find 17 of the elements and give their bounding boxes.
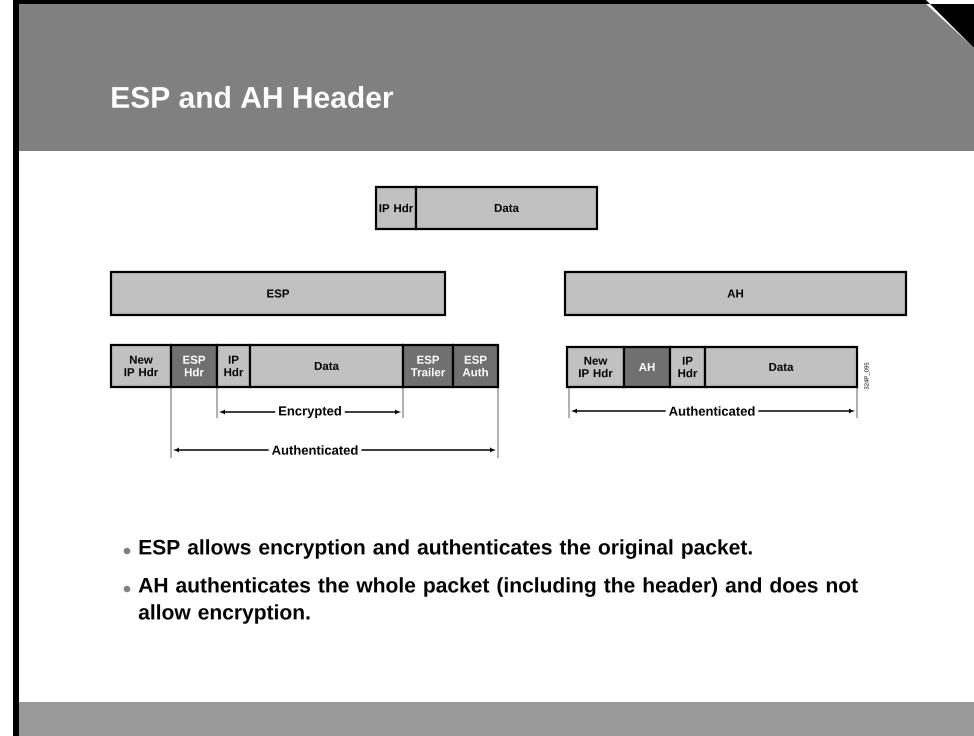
packet-field: New IP Hdr <box>566 346 626 388</box>
dimension-label: Authenticated <box>669 406 754 416</box>
slide-title: ESP and AH Header <box>112 86 394 108</box>
packet-field: ESP Trailer <box>402 344 454 388</box>
packet-field: ESP Hdr <box>170 344 218 388</box>
packet-field: IP Hdr <box>216 344 252 388</box>
packet-field: New IP Hdr <box>110 344 172 388</box>
dimension-label: Encrypted <box>279 406 341 418</box>
bullet-text: ESP allows encryption and authenticates the original packet. <box>140 539 752 559</box>
packet-field: ESP Auth <box>452 344 500 388</box>
packet-field: IP Hdr <box>668 346 706 388</box>
bullet-text: AH authenticates the whole packet (including the header) and does not allow encryption. <box>138 577 858 624</box>
packet-field: AH <box>622 346 672 388</box>
protocol-bar: AH <box>564 270 908 316</box>
dimension-label: Authenticated <box>272 445 358 455</box>
packet-field: IP Hdr <box>374 186 418 230</box>
protocol-bar: ESP <box>110 270 446 316</box>
